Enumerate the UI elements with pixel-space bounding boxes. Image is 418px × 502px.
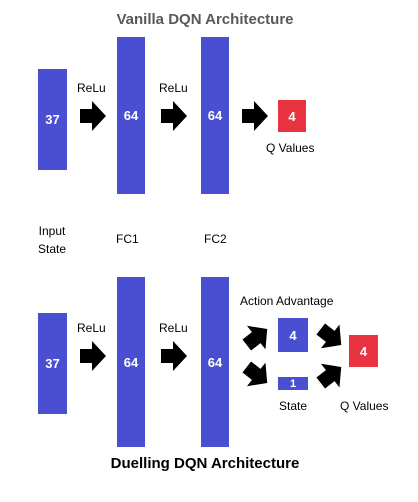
duelling-title: Duelling DQN Architecture — [110, 455, 300, 472]
vanilla-input-label: Input State — [27, 222, 77, 258]
duelling-action-advantage-label: Action Advantage — [240, 294, 334, 308]
duelling-fc2-value: 64 — [207, 354, 223, 370]
vanilla-input-value: 37 — [45, 112, 60, 127]
duelling-arrow-advantage-to-q-icon — [316, 323, 342, 349]
duelling-fc1-layer: 64 — [117, 277, 145, 447]
vanilla-output-box: 4 — [278, 100, 306, 132]
vanilla-title: Vanilla DQN Architecture — [116, 11, 294, 28]
duelling-arrow-to-state-icon — [242, 361, 268, 387]
vanilla-output-value: 4 — [288, 108, 296, 124]
vanilla-input-layer: 37 — [38, 69, 67, 170]
duelling-arrow-to-advantage-icon — [242, 325, 268, 351]
duelling-advantage-value: 4 — [289, 327, 297, 343]
vanilla-fc1-label: FC1 — [116, 232, 139, 246]
duelling-arrow-1-icon — [80, 341, 106, 371]
vanilla-q-values-label: Q Values — [266, 141, 315, 155]
duelling-relu-1-label: ReLu — [77, 321, 106, 335]
duelling-fc1-value: 64 — [123, 354, 139, 370]
duelling-arrow-state-to-q-icon — [316, 363, 342, 389]
duelling-q-values-label: Q Values — [340, 399, 389, 413]
vanilla-fc1-value: 64 — [123, 108, 139, 123]
vanilla-arrow-2-icon — [161, 101, 187, 131]
duelling-input-layer: 37 — [38, 313, 67, 414]
duelling-arrow-2-icon — [161, 341, 187, 371]
vanilla-input-label-line1: Input — [38, 224, 66, 238]
duelling-relu-2-label: ReLu — [159, 321, 188, 335]
duelling-fc2-layer: 64 — [201, 277, 229, 447]
duelling-output-value: 4 — [359, 343, 368, 359]
duelling-output-box: 4 — [349, 335, 378, 367]
vanilla-relu-2-label: ReLu — [159, 81, 188, 95]
vanilla-arrow-1-icon — [80, 101, 106, 131]
vanilla-arrow-3-icon — [242, 101, 268, 131]
duelling-state-label: State — [279, 399, 308, 413]
duelling-state-box: 1 — [278, 377, 308, 390]
vanilla-relu-1-label: ReLu — [77, 81, 106, 95]
duelling-advantage-box: 4 — [278, 318, 308, 352]
duelling-state-value: 1 — [289, 377, 297, 390]
vanilla-fc1-layer: 64 — [117, 37, 145, 194]
vanilla-fc2-layer: 64 — [201, 37, 229, 194]
vanilla-input-label-line2: State — [37, 242, 67, 256]
duelling-input-value: 37 — [45, 356, 60, 371]
vanilla-fc2-value: 64 — [207, 108, 223, 123]
vanilla-fc2-label: FC2 — [204, 232, 227, 246]
